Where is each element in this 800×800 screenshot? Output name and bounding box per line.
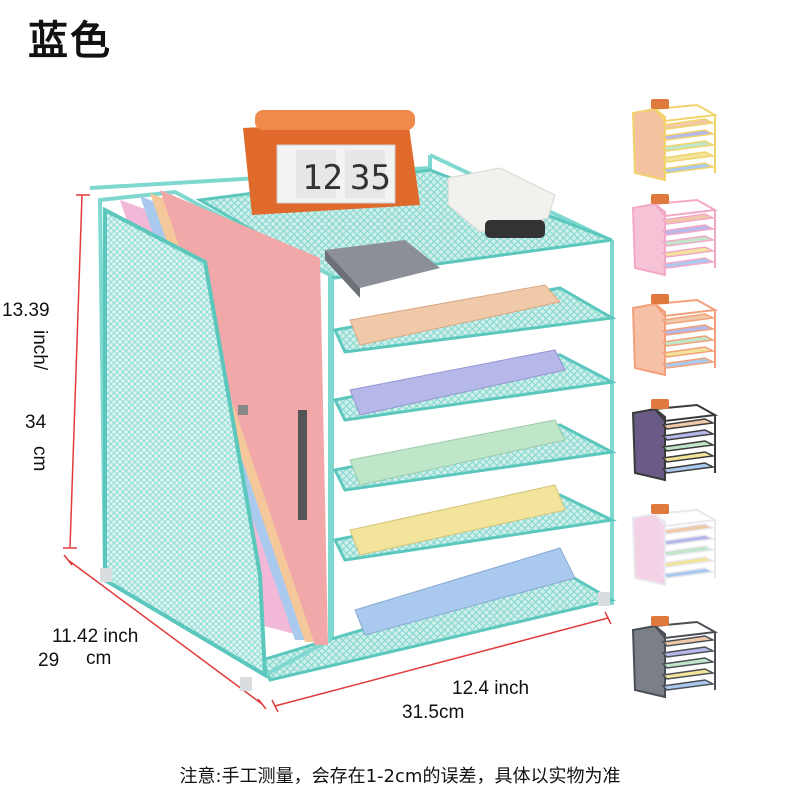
color-variant-black[interactable]: [625, 395, 720, 485]
dimension-lines: [63, 194, 612, 713]
clock-hours: 12: [302, 158, 343, 198]
width-inch-label: 12.4 inch: [452, 678, 530, 699]
measurement-note: 注意:手工测量，会存在1-2cm的误差，具体以实物为准: [179, 766, 621, 787]
desk-clock: 12 35: [243, 110, 420, 215]
color-variant-pink[interactable]: [625, 190, 720, 280]
clock-minutes: 35: [350, 158, 391, 198]
power-bank: [325, 240, 440, 298]
height-cm-label: 34: [25, 412, 47, 433]
width-cm-label: 31.5cm: [402, 702, 465, 723]
depth-inch-label: 11.42 inch: [52, 626, 139, 647]
shelf-papers: [349, 284, 576, 636]
height-cm-unit: cm: [29, 446, 50, 472]
color-variant-gray[interactable]: [625, 612, 720, 702]
color-variant-yellow[interactable]: [625, 95, 720, 185]
height-inch-unit: inch/: [29, 330, 50, 371]
height-inch-label: 13.39: [2, 300, 50, 321]
color-variant-white[interactable]: [625, 500, 720, 590]
color-variant-orange[interactable]: [625, 290, 720, 380]
depth-cm-label: 29: [38, 650, 60, 671]
page-title: 蓝色: [28, 18, 112, 64]
depth-cm-unit: cm: [86, 648, 112, 669]
stapler: [447, 167, 556, 238]
magazine-holder: [97, 189, 610, 691]
